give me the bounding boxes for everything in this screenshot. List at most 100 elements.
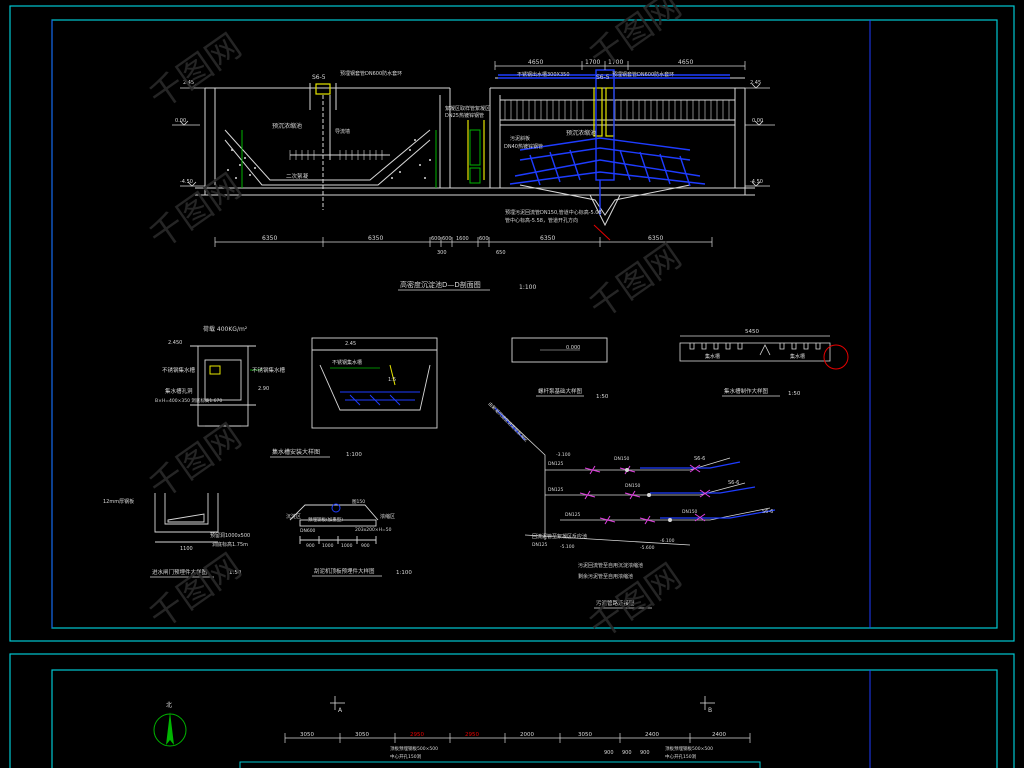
lower-dim-6: 3050 [578, 732, 592, 738]
section-mark-b: B [708, 707, 712, 714]
detail-gate-title: 进水闸门预埋件大样图 [152, 568, 208, 576]
lower-label-plate-1: 顶板预埋钢板500×500 [390, 745, 438, 752]
lower-dim-sub-1: 900 [604, 750, 614, 756]
sludge-level-3: -5.600 [640, 545, 655, 551]
detail-pump-base: 0.000 螺杆泵基础大样图 1:50 [511, 337, 609, 400]
scraper-label-plate: 预埋钢板(加重型) [308, 516, 343, 523]
sludge-label-s6-6-2: S6-6 [728, 480, 739, 486]
detail-collector-install: 荷载 400KG/m² 不锈钢集水槽 不锈钢集水槽 集水槽孔洞 B×H=400×… [155, 325, 438, 458]
lower-label-hole-2: 中心开孔150洞 [665, 753, 697, 760]
label-pipe-sleeve-left: 预埋钢套管DN600防水套环 [340, 70, 402, 77]
dim-bottom-sub-1: 300 [437, 250, 447, 256]
sludge-label-dn150-1: DN150 [614, 456, 630, 462]
label-level-290: 2.90 [258, 386, 269, 392]
dim-top-2: 1700 [585, 59, 600, 66]
main-section: 2.45 0.00 -4.50 2.45 0.00 -4.50 4650 170… [172, 59, 775, 291]
detail-sludge-pipe-title: 污泥管路连接图 [596, 599, 635, 607]
label-pipe-sleeve-right: 预埋钢套管DN600防水套环 [612, 71, 674, 78]
label-sampling-pipe: 絮凝区取样管 [445, 105, 475, 112]
label-ss-trough-2: 不锈钢集水槽 [252, 366, 286, 374]
detail-pump-base-scale: 1:50 [596, 394, 609, 400]
label-sludge-plate: 污泥斜板 [510, 135, 530, 142]
lower-label-hole-1: 中心开孔150洞 [390, 753, 422, 760]
label-dn40-pipe: DN40热镀锌钢管 [504, 143, 543, 150]
scraper-dim-2: 1000 [322, 543, 334, 549]
detail-sludge-pipe: 由絮凝沉淀区进泥至絮凝区 DN125 DN150 DN125 DN150 DN1… [487, 400, 776, 609]
watermark-7: 千图网 [142, 546, 248, 637]
sludge-label-s6-6-1: S6-6 [694, 456, 705, 462]
detail-collector-install-title: 集水槽安装大样图 [272, 448, 320, 456]
level-label-left-mid: 0.00 [175, 118, 186, 124]
scraper-label-150: 图150 [352, 499, 365, 505]
detail-gate: 12mm厚钢板 预留洞1000x500 洞底标高1.75m 1100 进水闸门预… [103, 493, 250, 578]
gate-plate-label: 12mm厚钢板 [103, 498, 134, 505]
detail-pump-base-title: 螺杆泵基础大样图 [538, 387, 583, 395]
scraper-label-settle: 沉淀区 [286, 513, 301, 520]
label-flocc-zone: 絮凝区 [475, 105, 490, 112]
watermark-layer: 千图网 千图网 千图网 千图网 千图网 千图网 千图网 [142, 0, 688, 647]
label-ss-trough-3: 不锈钢集水槽 [332, 359, 362, 366]
gate-hole-level: 洞底标高1.75m [212, 541, 248, 548]
label-hole-size: B×H=400×350 洞底标高1.670 [155, 397, 222, 404]
scraper-label-thicken: 浓缩区 [380, 513, 395, 520]
lower-dim-3: 2950 [410, 732, 424, 738]
level-label-right-mid: 0.00 [752, 118, 763, 124]
dim-top-3: 1700 [608, 59, 623, 66]
dim-top-1: 4650 [528, 59, 543, 66]
label-return-pipe: 预埋污泥回流管DN150,管道中心标高-5.08 [505, 209, 602, 216]
watermark-3: 千图网 [142, 166, 248, 257]
label-ss-trough-1: 不锈钢集水槽 [162, 366, 196, 374]
gate-dim: 1100 [180, 546, 193, 552]
scraper-label-dn600: DN600 [300, 528, 316, 534]
label-s6-5-right: S6-5 [596, 74, 610, 81]
gate-hole-label: 预留洞1000x500 [210, 532, 250, 539]
collector-make-length: 5450 [745, 329, 759, 335]
collector-make-label-1: 集水槽 [705, 353, 720, 360]
label-dn25-pipe: DN25热镀锌钢管 [445, 112, 484, 119]
lower-label-plate-2: 顶板预埋钢板500×500 [665, 745, 713, 752]
detail-collector-install-scale: 1:100 [346, 452, 362, 458]
scraper-label-size: 203x200×H=50 [355, 527, 392, 533]
dim-bottom-2: 6350 [368, 235, 383, 242]
watermark-4: 千图网 [582, 236, 688, 327]
label-load: 荷载 400KG/m² [203, 325, 248, 333]
lower-dim-sub-2: 900 [622, 750, 632, 756]
label-level-2450: 2.450 [168, 340, 182, 346]
watermark-5: 千图网 [142, 416, 248, 507]
label-level-245: 2.45 [345, 341, 356, 347]
sludge-level-1: -3.100 [556, 452, 571, 458]
dim-bottom-4: 600 [442, 236, 452, 242]
label-pre-settle-left: 预沉浓缩池 [272, 122, 302, 130]
sludge-label-dn150-2: DN150 [625, 483, 641, 489]
level-label-left-top: 2.45 [183, 80, 194, 86]
detail-scraper: 沉淀区 浓缩区 预埋钢板(加重型) DN600 图150 203x200×H=5… [286, 499, 412, 577]
label-trough-hole: 集水槽孔洞 [165, 387, 193, 395]
detail-collector-make-scale: 1:50 [788, 391, 801, 397]
dim-top-4: 4650 [678, 59, 693, 66]
detail-collector-make-title: 集水槽制作大样图 [724, 387, 769, 395]
lower-dim-4: 2950 [465, 732, 479, 738]
pump-base-level: 0.000 [566, 345, 580, 351]
sludge-label-selfuse: 污泥回流管至自用沉淀浓缩池 [578, 562, 643, 569]
level-label-right-bottom: -4.50 [750, 179, 763, 185]
sludge-label-dn125-3: DN125 [565, 512, 581, 518]
label-outlet-trough: 不锈钢出水槽300X350 [517, 71, 570, 78]
lower-dim-5: 2000 [520, 732, 534, 738]
dim-bottom-3: 600 [431, 236, 441, 242]
dim-bottom-6: 600 [479, 236, 489, 242]
sludge-level-4: -6.100 [660, 538, 675, 544]
upper-frame [9, 5, 1015, 642]
dim-bottom-7: 6350 [540, 235, 555, 242]
sludge-label-dn125-4: DN125 [532, 542, 548, 548]
main-section-scale: 1:100 [519, 284, 536, 291]
detail-collector-make: 5450 集水槽 集水槽 集水槽制作大样图 1:50 [679, 329, 849, 397]
collector-make-label-2: 集水槽 [790, 353, 805, 360]
scraper-dim-4: 900 [361, 543, 370, 549]
sludge-level-2: -5.100 [560, 544, 575, 550]
main-section-title: 高密度沉淀池D—D剖面图 [400, 280, 481, 289]
label-slope: 1:5 [388, 377, 396, 383]
label-guide-wall: 导流墙 [335, 128, 350, 135]
lower-sheet: 北 A B 3050 3050 2950 2950 2000 3050 2400… [153, 696, 761, 768]
sludge-label-dn125-1: DN125 [548, 461, 564, 467]
